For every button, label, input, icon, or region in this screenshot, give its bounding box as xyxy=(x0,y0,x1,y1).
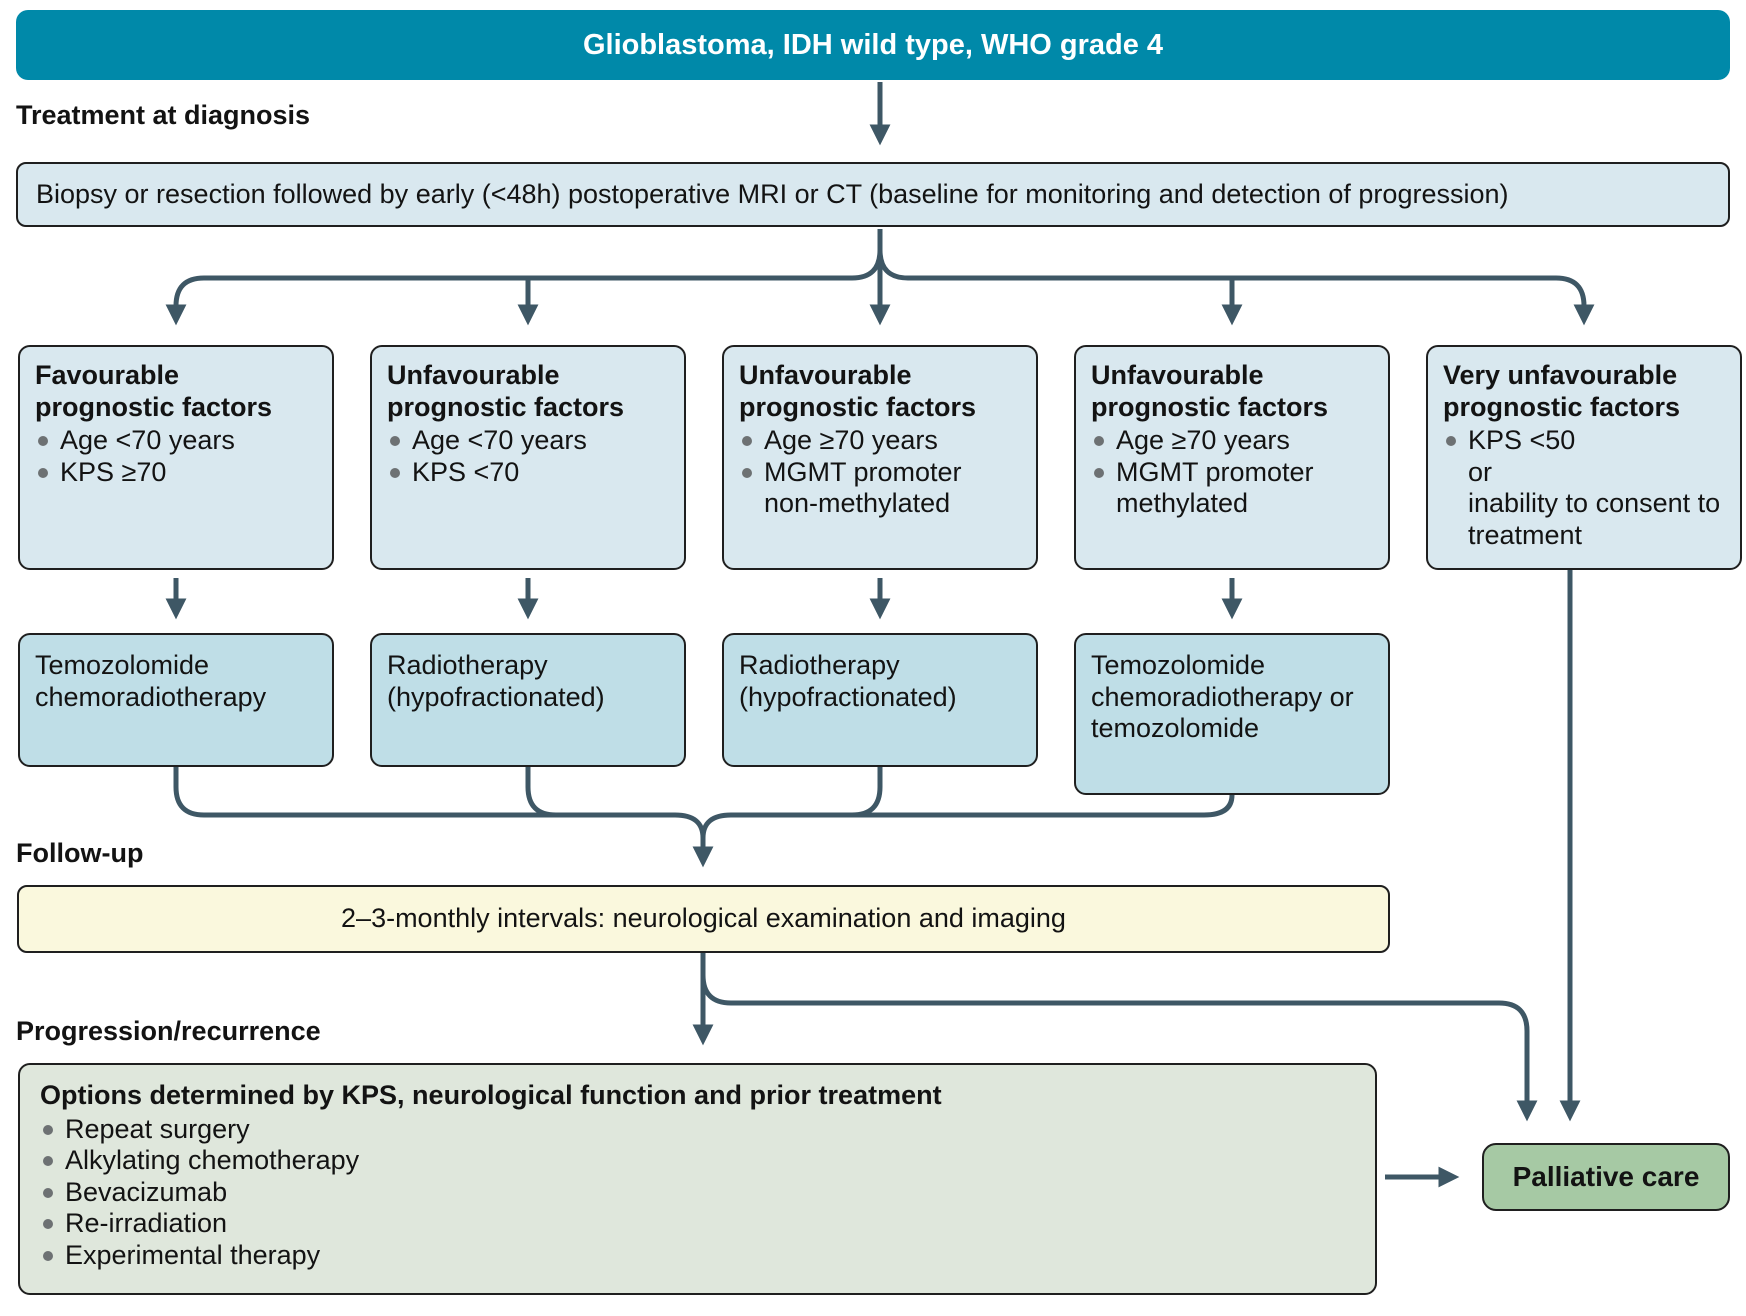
treatment-box-radiotherapy-hypofractionated-1: Radiotherapy (hypofractionated) xyxy=(370,633,686,767)
bullet-item: Alkylating chemotherapy xyxy=(40,1145,1355,1177)
progression-options-title: Options determined by KPS, neurological … xyxy=(40,1080,942,1110)
treatment-text: Temozolomide chemoradiotherapy or temozo… xyxy=(1091,650,1354,744)
bullet-item: Experimental therapy xyxy=(40,1240,1355,1272)
prognostic-box-title: Unfavourable prognostic factors xyxy=(387,360,625,422)
section-label-treatment-at-diagnosis: Treatment at diagnosis xyxy=(16,100,311,130)
biopsy-text: Biopsy or resection followed by early (<… xyxy=(36,178,1509,209)
follow-up-text: 2–3-monthly intervals: neurological exam… xyxy=(341,903,1066,934)
palliative-care-label: Palliative care xyxy=(1512,1160,1700,1192)
prognostic-box-favourable: Favourable prognostic factors Age <70 ye… xyxy=(18,345,334,570)
bullet-item: KPS ≥70 xyxy=(35,457,317,489)
treatment-text: Radiotherapy (hypofractionated) xyxy=(739,650,957,712)
treatment-box-temozolomide-chemoradiotherapy: Temozolomide chemoradiotherapy xyxy=(18,633,334,767)
bullet-item: Age ≥70 years xyxy=(739,425,1021,457)
bullet-item: Re-irradiation xyxy=(40,1208,1355,1240)
prognostic-box-unfavourable-kps: Unfavourable prognostic factors Age <70 … xyxy=(370,345,686,570)
section-label-progression-recurrence: Progression/recurrence xyxy=(16,1016,321,1046)
bullet-item: MGMT promoter methylated xyxy=(1091,457,1373,520)
palliative-care-box: Palliative care xyxy=(1482,1143,1730,1211)
prognostic-box-unfavourable-nonmethylated: Unfavourable prognostic factors Age ≥70 … xyxy=(722,345,1038,570)
follow-up-box: 2–3-monthly intervals: neurological exam… xyxy=(17,885,1390,953)
treatment-text: Radiotherapy (hypofractionated) xyxy=(387,650,605,712)
prognostic-box-title: Unfavourable prognostic factors xyxy=(1091,360,1329,422)
bullet-item: Age <70 years xyxy=(387,425,669,457)
treatment-box-temozolomide-or-temozolomide: Temozolomide chemoradiotherapy or temozo… xyxy=(1074,633,1390,795)
diagnosis-banner: Glioblastoma, IDH wild type, WHO grade 4 xyxy=(16,10,1730,80)
bullet-item: Bevacizumab xyxy=(40,1177,1355,1209)
section-label-follow-up: Follow-up xyxy=(16,838,144,868)
bullet-item: Age ≥70 years xyxy=(1091,425,1373,457)
biopsy-box: Biopsy or resection followed by early (<… xyxy=(16,162,1730,227)
prognostic-box-title: Unfavourable prognostic factors xyxy=(739,360,977,422)
progression-options-box: Options determined by KPS, neurological … xyxy=(18,1063,1377,1295)
bullet-item: Repeat surgery xyxy=(40,1114,1355,1146)
bullet-item: KPS <50 or inability to consent to treat… xyxy=(1443,425,1725,551)
bullet-item: MGMT promoter non-methylated xyxy=(739,457,1021,520)
bullet-item: KPS <70 xyxy=(387,457,669,489)
treatment-text: Temozolomide chemoradiotherapy xyxy=(35,650,267,712)
prognostic-box-unfavourable-methylated: Unfavourable prognostic factors Age ≥70 … xyxy=(1074,345,1390,570)
prognostic-box-title: Favourable prognostic factors xyxy=(35,360,273,422)
prognostic-box-title: Very unfavourable prognostic factors xyxy=(1443,360,1681,422)
prognostic-box-very-unfavourable: Very unfavourable prognostic factors KPS… xyxy=(1426,345,1742,570)
bullet-item: Age <70 years xyxy=(35,425,317,457)
treatment-box-radiotherapy-hypofractionated-2: Radiotherapy (hypofractionated) xyxy=(722,633,1038,767)
